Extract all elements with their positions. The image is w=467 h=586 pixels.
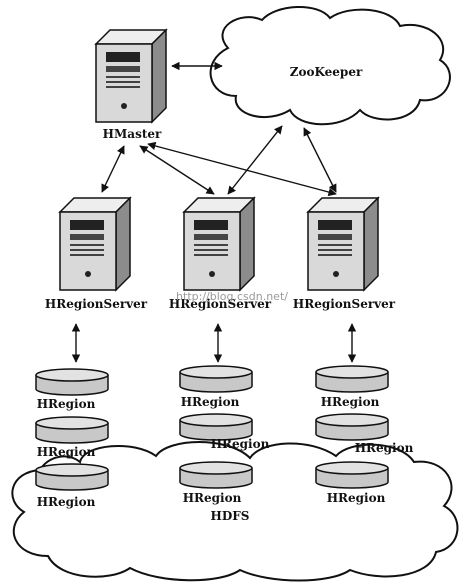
hregion-label: HRegion — [211, 437, 270, 451]
hregion-label: HRegion — [181, 395, 240, 409]
hregion-disk — [315, 413, 389, 441]
zookeeper-cloud — [209, 6, 451, 126]
hregion-label: HRegion — [327, 491, 386, 505]
zookeeper-label: ZooKeeper — [290, 65, 363, 79]
zookeeper-rs3-arrow — [303, 127, 337, 193]
hregion-label: HRegion — [355, 441, 414, 455]
hregion-label: HRegion — [37, 495, 96, 509]
region-server-1-icon — [59, 197, 131, 291]
region-server-2-icon — [183, 197, 255, 291]
hmaster-label: HMaster — [103, 127, 162, 141]
hregion-disk — [315, 461, 389, 489]
region-server-3-label: HRegionServer — [293, 297, 396, 311]
hregion-disk — [35, 416, 109, 444]
zookeeper-rs2-arrow — [227, 125, 283, 195]
region-server-3-icon — [307, 197, 379, 291]
hmaster-rs1-arrow — [101, 145, 125, 193]
hregion-label: HRegion — [321, 395, 380, 409]
hregion-disk — [35, 368, 109, 396]
hregion-disk — [315, 365, 389, 393]
region-server-2-label: HRegionServer — [169, 297, 272, 311]
hmaster-server-icon — [95, 29, 167, 123]
hdfs-label: HDFS — [211, 509, 250, 523]
hregion-label: HRegion — [37, 397, 96, 411]
hregion-label: HRegion — [183, 491, 242, 505]
region-server-1-label: HRegionServer — [45, 297, 148, 311]
hregion-disk — [179, 365, 253, 393]
hmaster-rs2-arrow — [139, 145, 215, 195]
hregion-disk — [179, 461, 253, 489]
hregion-disk — [35, 463, 109, 491]
watermark: http://blog.csdn.net/ — [176, 290, 288, 303]
hregion-label: HRegion — [37, 445, 96, 459]
